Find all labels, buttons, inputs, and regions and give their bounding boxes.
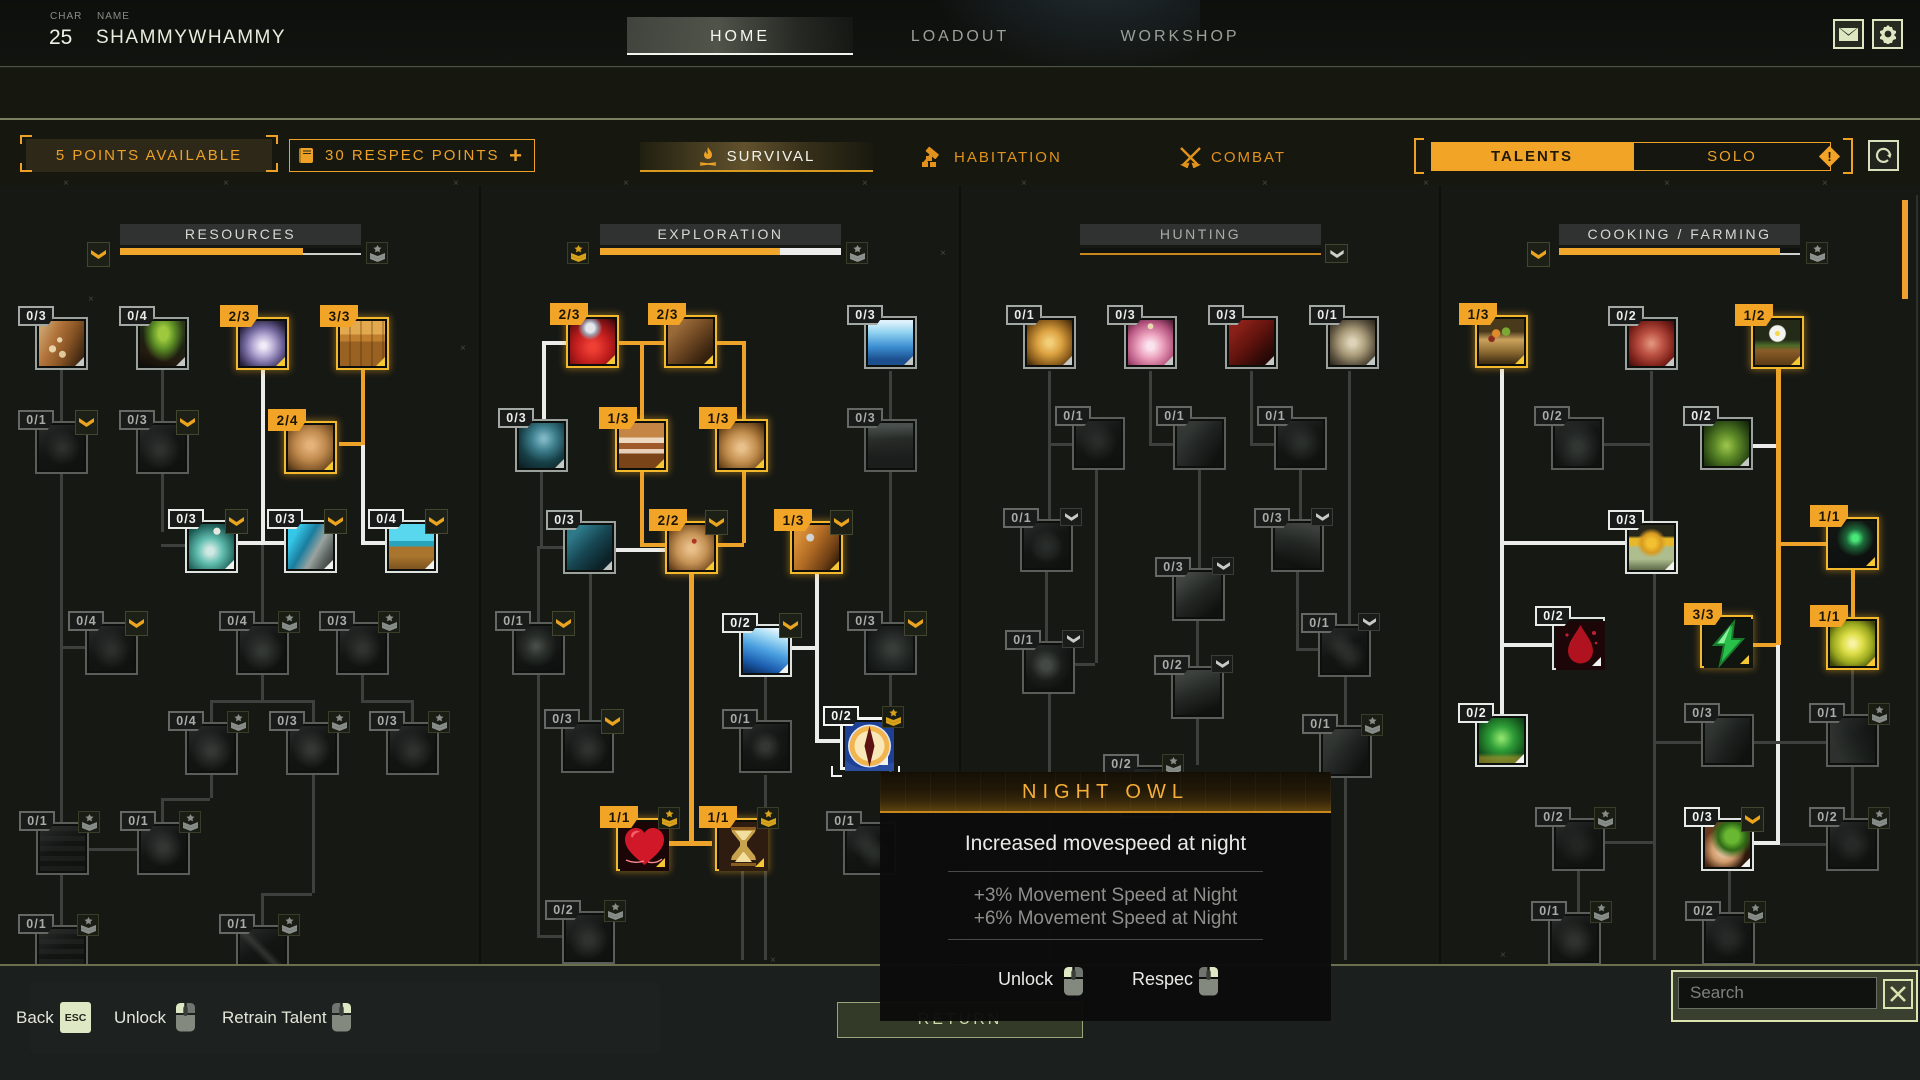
svg-text:!: ! <box>1827 149 1831 164</box>
